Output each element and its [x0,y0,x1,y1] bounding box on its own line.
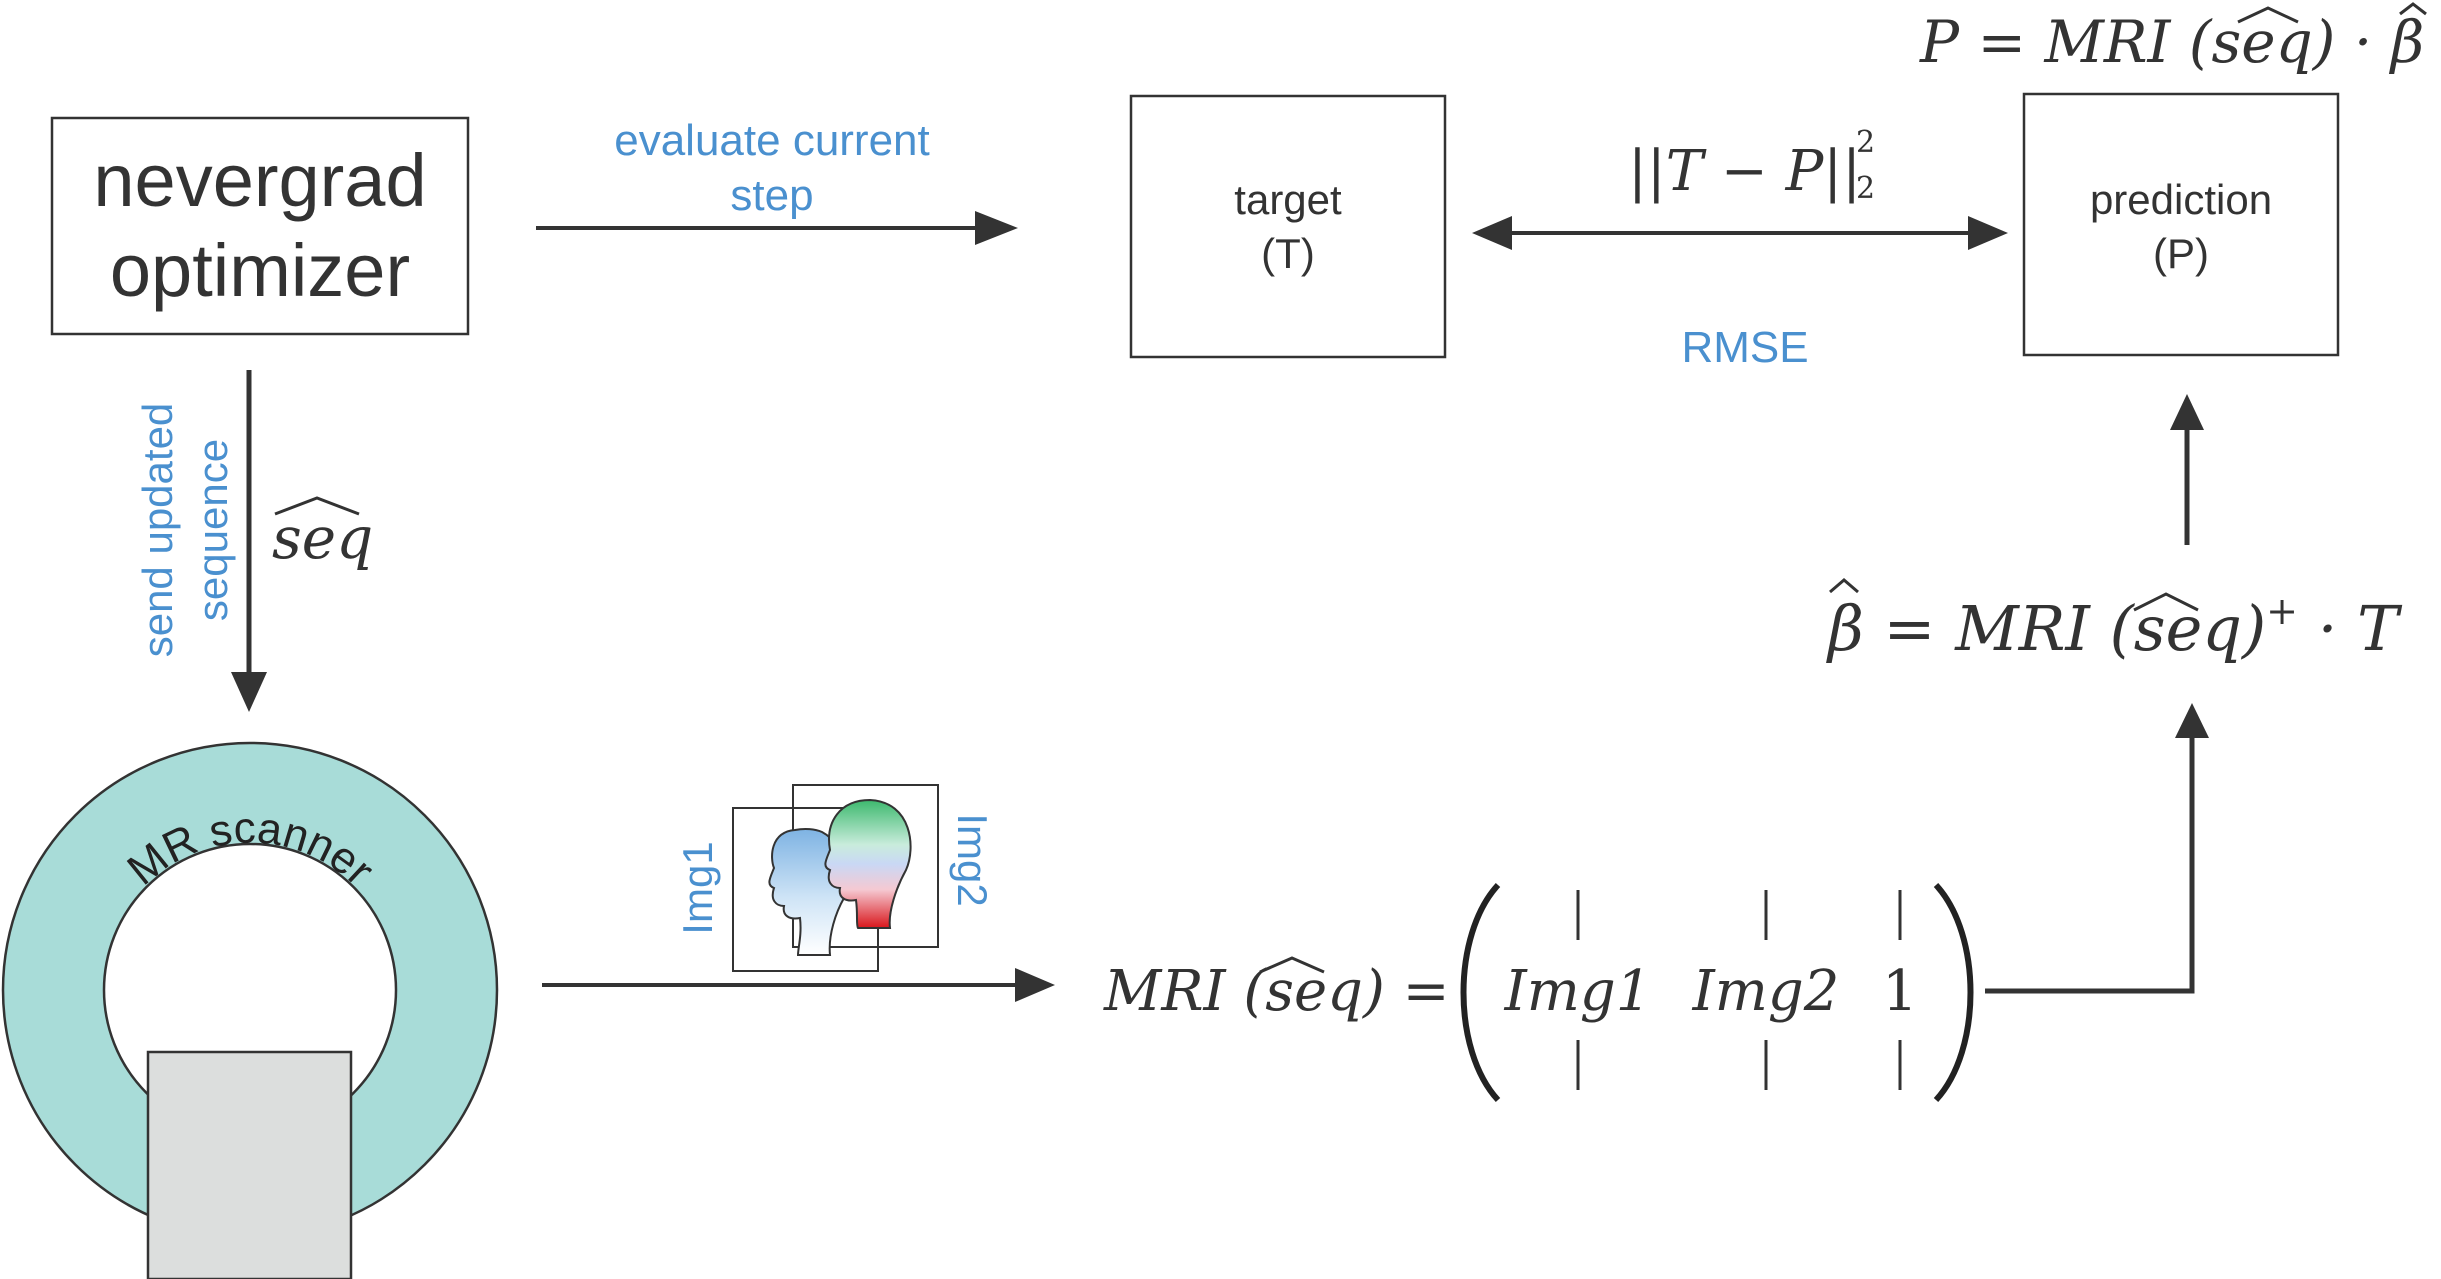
send-sequence-arrow [231,370,267,712]
matrix-col-img1: Img1 [1504,959,1652,1024]
loss-sup: 2 [1856,125,1875,160]
prediction-label: prediction [2090,176,2272,223]
loss-norm: ||T − P|| [1628,139,1861,204]
img2-label: Img2 [949,813,996,906]
mr-scanner: MR scanner [1,741,499,1279]
matrix-lhs-left: MRI ( [1103,959,1266,1024]
pred-eq-left: P = MRI ( [1919,8,2213,76]
evaluate-label-line2: step [730,171,813,220]
optimizer-label-line2: optimizer [110,229,410,312]
matrix-left-paren [1460,882,1501,1103]
matrix-seq-hat [1259,956,1325,974]
matrix-equation: MRI (seq) = Img1 Img2 1 [1103,882,1974,1103]
send-label-line1: send updated [134,403,181,658]
target-box: target (T) [1129,94,1447,359]
matrix-to-beta-arrow [1985,703,2209,994]
prediction-symbol: (P) [2153,230,2209,277]
beta-to-prediction-arrow [2170,394,2204,545]
beta-eq-right: · T [2298,592,2403,665]
target-label: target [1234,176,1342,223]
svg-text:P = MRI (seq) · β: P = MRI (seq) · β [1919,8,2424,76]
scanner-to-matrix-arrow [542,968,1055,1002]
beta-formula: β = MRI (seq)+ · T [1826,578,2403,665]
head2-icon [824,798,912,929]
loss-double-arrow [1472,216,2008,250]
send-sequence-label: send updated sequence [134,403,236,658]
beta-seq-hat [2133,592,2199,612]
evaluate-arrow [536,211,1018,245]
scanner-table [146,1050,353,1279]
loss-sub: 2 [1856,171,1875,206]
image-pair-icon [732,784,939,972]
beta-eq-mid: = MRI ( [1864,592,2136,665]
beta-hat [1829,578,1859,594]
matrix-col-ones: 1 [1882,959,1918,1024]
optimizer-box: nevergrad optimizer [50,116,470,336]
pred-eq-right: ) · [2311,8,2391,76]
seq-label: seq [272,504,373,572]
matrix-lhs-seq: seq [1265,959,1363,1024]
matrix-col-img2: Img2 [1692,959,1840,1024]
svg-text:β = MRI (seq)+ · T: β = MRI (seq)+ · T [1826,589,2403,665]
pred-eq-beta: β [2389,8,2425,76]
matrix-right-paren [1933,882,1974,1103]
evaluate-label-line1: evaluate current [614,116,930,165]
img1-label: Img1 [674,841,721,934]
pred-beta-hat [2399,2,2427,16]
pred-eq-seq: seq [2212,8,2313,76]
rmse-label: RMSE [1681,323,1808,372]
target-symbol: (T) [1261,230,1315,277]
pred-seq-hat [2237,6,2299,24]
optimizer-label-line1: nevergrad [93,139,426,222]
beta-eq-close: ) [2240,592,2266,665]
matrix-lhs-right: ) = [1362,959,1450,1024]
prediction-box: prediction (P) [2022,92,2340,357]
prediction-formula: P = MRI (seq) · β [1919,2,2427,76]
beta-eq-sup: + [2266,589,2298,633]
loss-formula: ||T − P|| 2 2 [1628,125,1875,206]
send-label-line2: sequence [189,439,236,621]
seq-hat-label: seq [272,496,373,572]
beta-eq-beta: β [1826,592,1864,665]
svg-text:MRI (seq) =: MRI (seq) = [1103,959,1450,1024]
